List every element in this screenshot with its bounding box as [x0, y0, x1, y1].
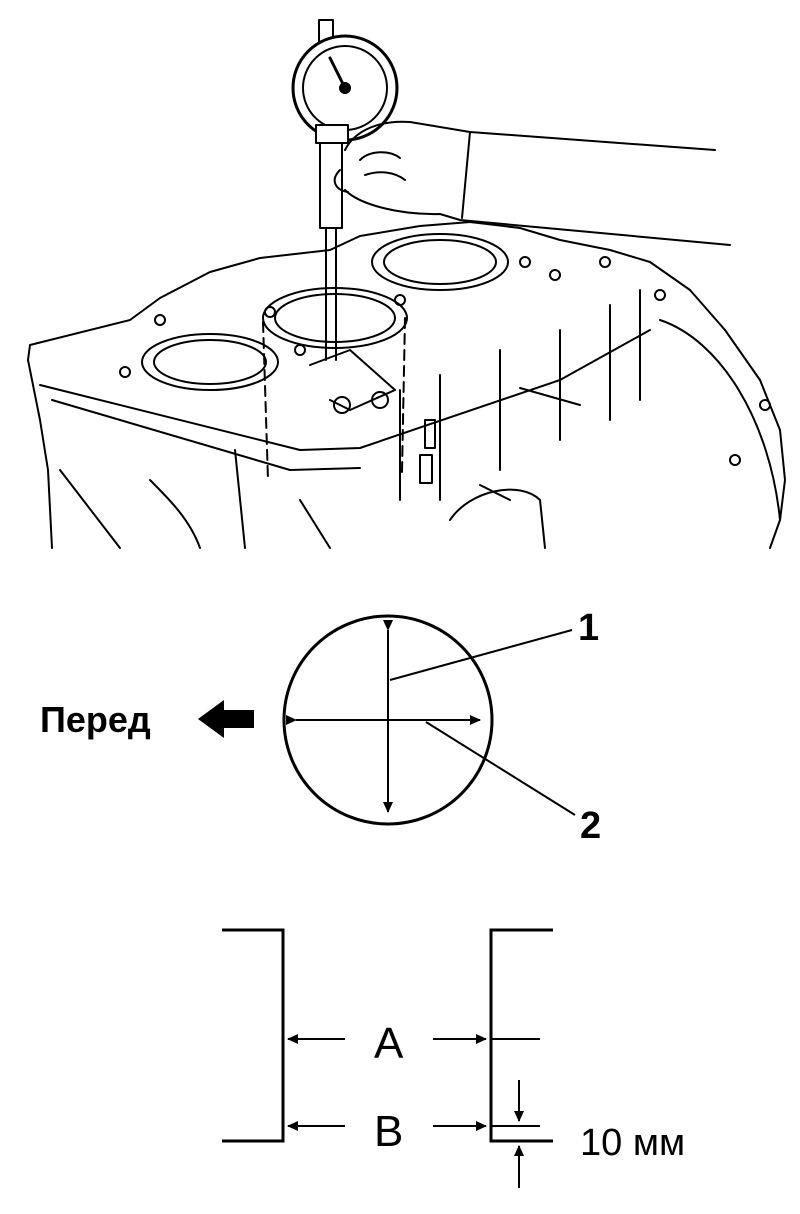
bore-circle [282, 614, 494, 826]
section-dimensions [287, 1034, 540, 1188]
dial-bore-gauge-illustration [291, 19, 731, 414]
callout-leader-1 [389, 629, 573, 681]
callout-1: 1 [578, 607, 599, 649]
dimension-b-label: B [374, 1107, 403, 1156]
front-direction-arrow-icon [198, 700, 254, 738]
callout-2: 2 [580, 805, 601, 847]
bore-wall-left [222, 928, 285, 1143]
callout-leader-2 [425, 721, 576, 816]
engine-block-illustration [27, 221, 786, 549]
dimension-a-label: A [374, 1019, 404, 1068]
bore-top-view [282, 614, 576, 826]
offset-10mm-label: 10 мм [580, 1122, 685, 1164]
front-direction-label: Перед [40, 699, 151, 740]
bore-wall-right [489, 928, 553, 1143]
bore-section-view [222, 928, 553, 1143]
